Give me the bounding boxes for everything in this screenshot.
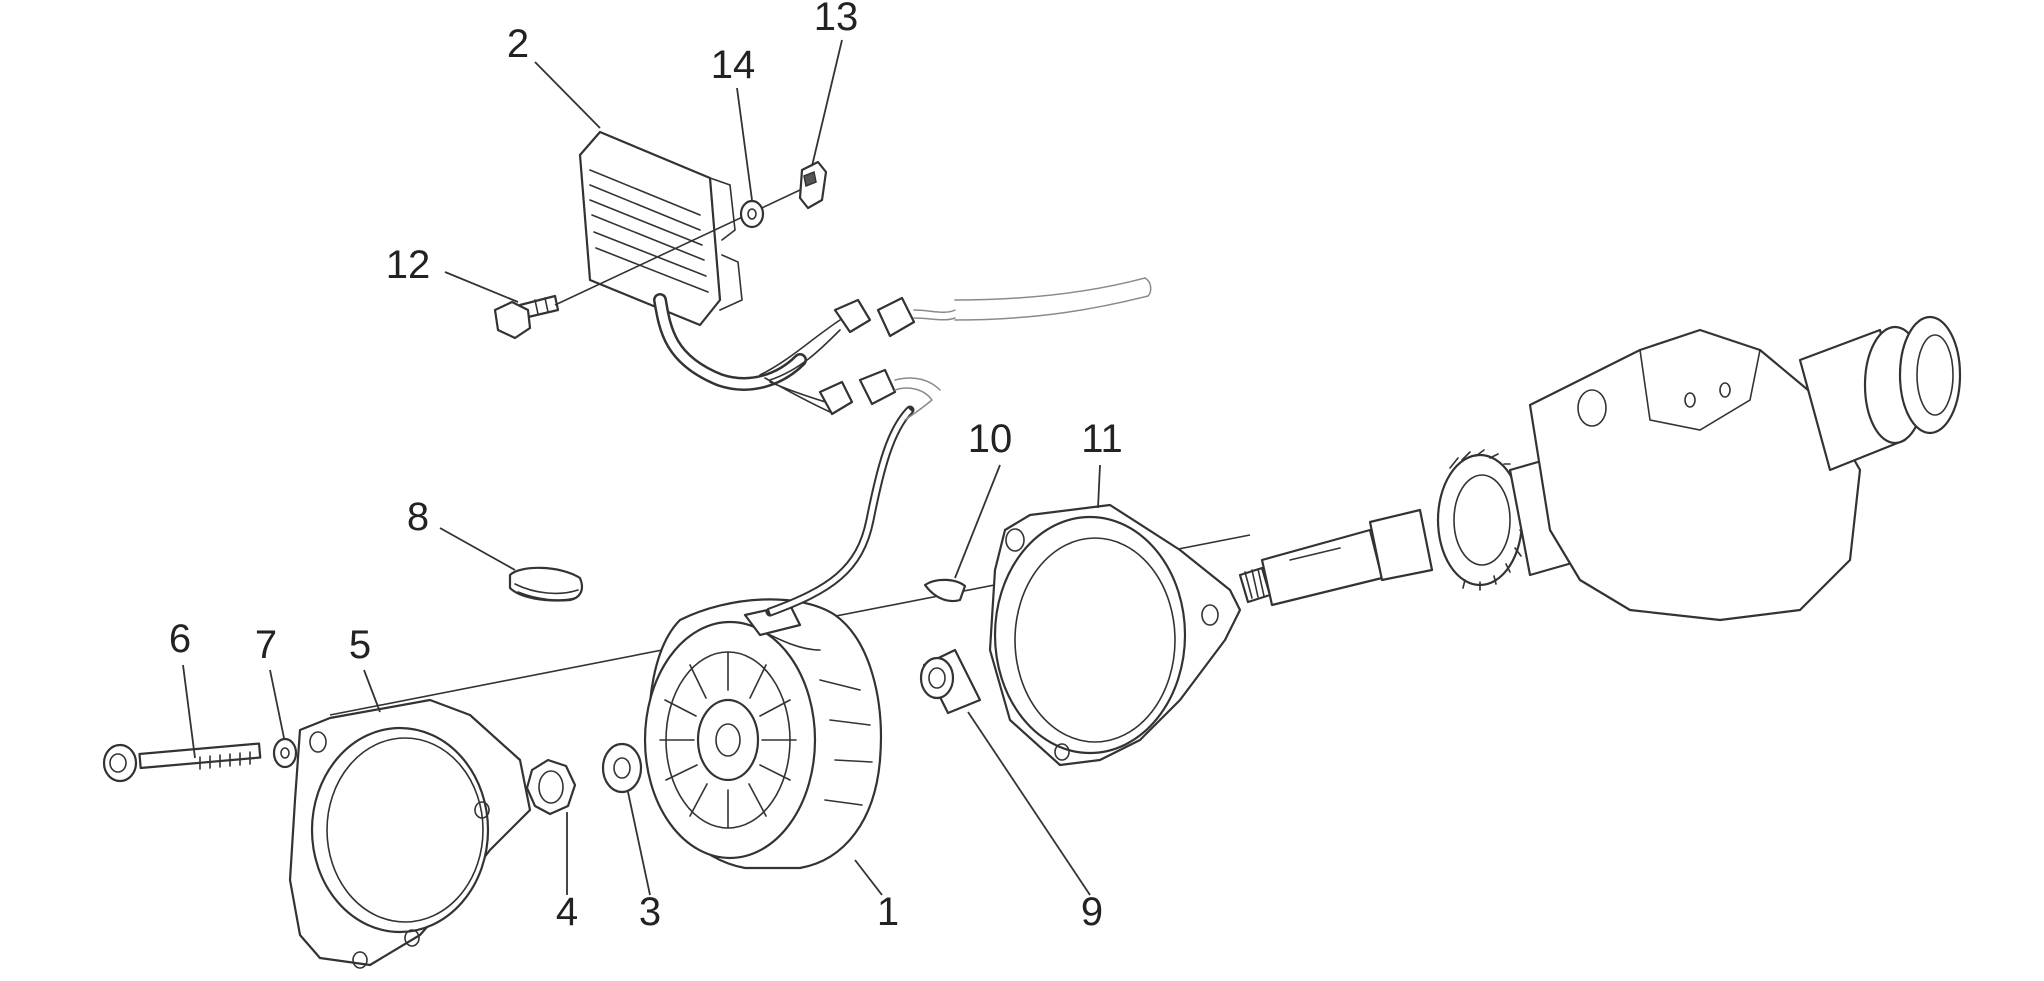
part-14-washer: [739, 199, 765, 229]
callout-4: 4: [556, 890, 578, 934]
callout-14: 14: [711, 43, 756, 87]
part-9-bush: [919, 648, 982, 715]
part-10-woodruff-key: [923, 578, 967, 603]
callout-1: 1: [877, 890, 899, 934]
part-6-bolt: [102, 742, 262, 783]
leader-lines: [182, 39, 1101, 896]
part-1-alternator-rotor: [643, 598, 882, 870]
part-13-clip: [798, 160, 828, 210]
callout-10: 10: [968, 417, 1013, 461]
callout-11: 11: [1081, 417, 1123, 461]
callout-labels: 1 2 3 4 5 6 7 8 9 10 11 12 13 14: [169, 0, 1123, 934]
callout-2: 2: [507, 22, 529, 66]
callout-6: 6: [169, 617, 191, 661]
part-12-screw: [493, 294, 560, 340]
callout-5: 5: [349, 623, 371, 667]
part-5-front-cover: [288, 698, 532, 969]
part-7-washer: [272, 737, 298, 769]
callout-8: 8: [407, 495, 429, 539]
stator-wire-inner: [769, 408, 912, 615]
callout-9: 9: [1081, 890, 1103, 934]
callout-3: 3: [639, 890, 661, 934]
part-4-nut: [525, 758, 577, 816]
part-8-rubber-block: [508, 566, 584, 602]
part-11-rear-cover: [988, 503, 1242, 767]
crankshaft: [1238, 315, 1962, 622]
regulator-wiring-harness: [653, 277, 1152, 421]
callout-7: 7: [255, 623, 277, 667]
part-3-washer: [601, 742, 643, 794]
callout-12: 12: [386, 243, 431, 287]
callout-13: 13: [814, 0, 859, 39]
